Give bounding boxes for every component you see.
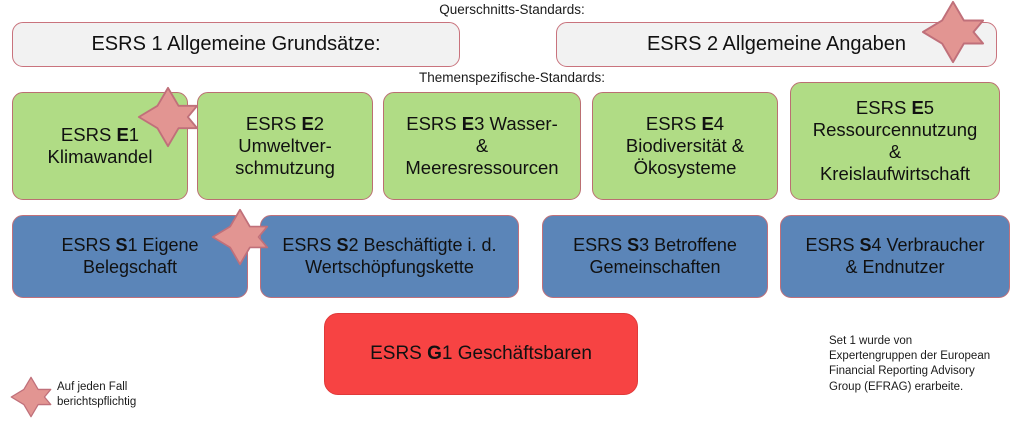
standard-box-esrs1[interactable]: ESRS 1 Allgemeine Grundsätze: — [12, 22, 460, 67]
standard-box-g1-label: ESRS G1 Geschäftsbaren — [370, 342, 592, 364]
standard-box-s1[interactable]: ESRS S1 Eigene Belegschaft — [12, 215, 248, 298]
standard-box-e4[interactable]: ESRS E4 Biodiversität & Ökosysteme — [592, 92, 778, 200]
standard-box-e5-label: ESRS E5 Ressourcennutzung & Kreislaufwir… — [812, 97, 978, 184]
standard-box-e1-label: ESRS E1 Klimawandel — [47, 124, 153, 167]
standard-box-e4-label: ESRS E4 Biodiversität & Ökosysteme — [625, 113, 745, 178]
standard-box-s2-label: ESRS S2 Beschäftigte i. d. Wertschöpfung… — [282, 235, 497, 277]
section-label-topical: Themenspezifische-Standards: — [418, 70, 606, 85]
standard-box-esrs2-label: ESRS 2 Allgemeine Angaben — [646, 32, 907, 55]
mandatory-star-icon-e1 — [137, 85, 199, 149]
standard-box-s4-label: ESRS S4 Verbraucher & Endnutzer — [805, 235, 985, 277]
standard-box-e3[interactable]: ESRS E3 Wasser- & Meeresressourcen — [383, 92, 581, 200]
legend-star-icon — [10, 375, 52, 419]
mandatory-star-icon-s1 — [211, 207, 269, 267]
section-label-cross-cutting: Querschnitts-Standards: — [439, 2, 585, 17]
legend-label: Auf jeden Fall berichtspflichtig — [57, 381, 137, 408]
standard-box-e2[interactable]: ESRS E2 Umweltver- schmutzung — [197, 92, 373, 200]
standard-box-esrs2[interactable]: ESRS 2 Allgemeine Angaben — [556, 22, 997, 67]
standard-box-esrs1-label: ESRS 1 Allgemeine Grundsätze: — [91, 32, 381, 55]
standard-box-s4[interactable]: ESRS S4 Verbraucher & Endnutzer — [780, 215, 1010, 298]
standard-box-e3-label: ESRS E3 Wasser- & Meeresressourcen — [405, 113, 559, 178]
standard-box-s3[interactable]: ESRS S3 Betroffene Gemeinschaften — [542, 215, 768, 298]
standard-box-e2-label: ESRS E2 Umweltver- schmutzung — [235, 113, 335, 178]
standard-box-s3-label: ESRS S3 Betroffene Gemeinschaften — [573, 235, 737, 277]
standard-box-s2[interactable]: ESRS S2 Beschäftigte i. d. Wertschöpfung… — [260, 215, 519, 298]
efrag-note: Set 1 wurde von Expertengruppen der Euro… — [829, 335, 991, 393]
standard-box-s1-label: ESRS S1 Eigene Belegschaft — [61, 235, 199, 277]
standard-box-e5[interactable]: ESRS E5 Ressourcennutzung & Kreislaufwir… — [790, 82, 1000, 200]
mandatory-star-icon-esrs2 — [921, 0, 985, 65]
standard-box-e1[interactable]: ESRS E1 Klimawandel — [12, 92, 188, 200]
standard-box-g1[interactable]: ESRS G1 Geschäftsbaren — [324, 313, 638, 395]
